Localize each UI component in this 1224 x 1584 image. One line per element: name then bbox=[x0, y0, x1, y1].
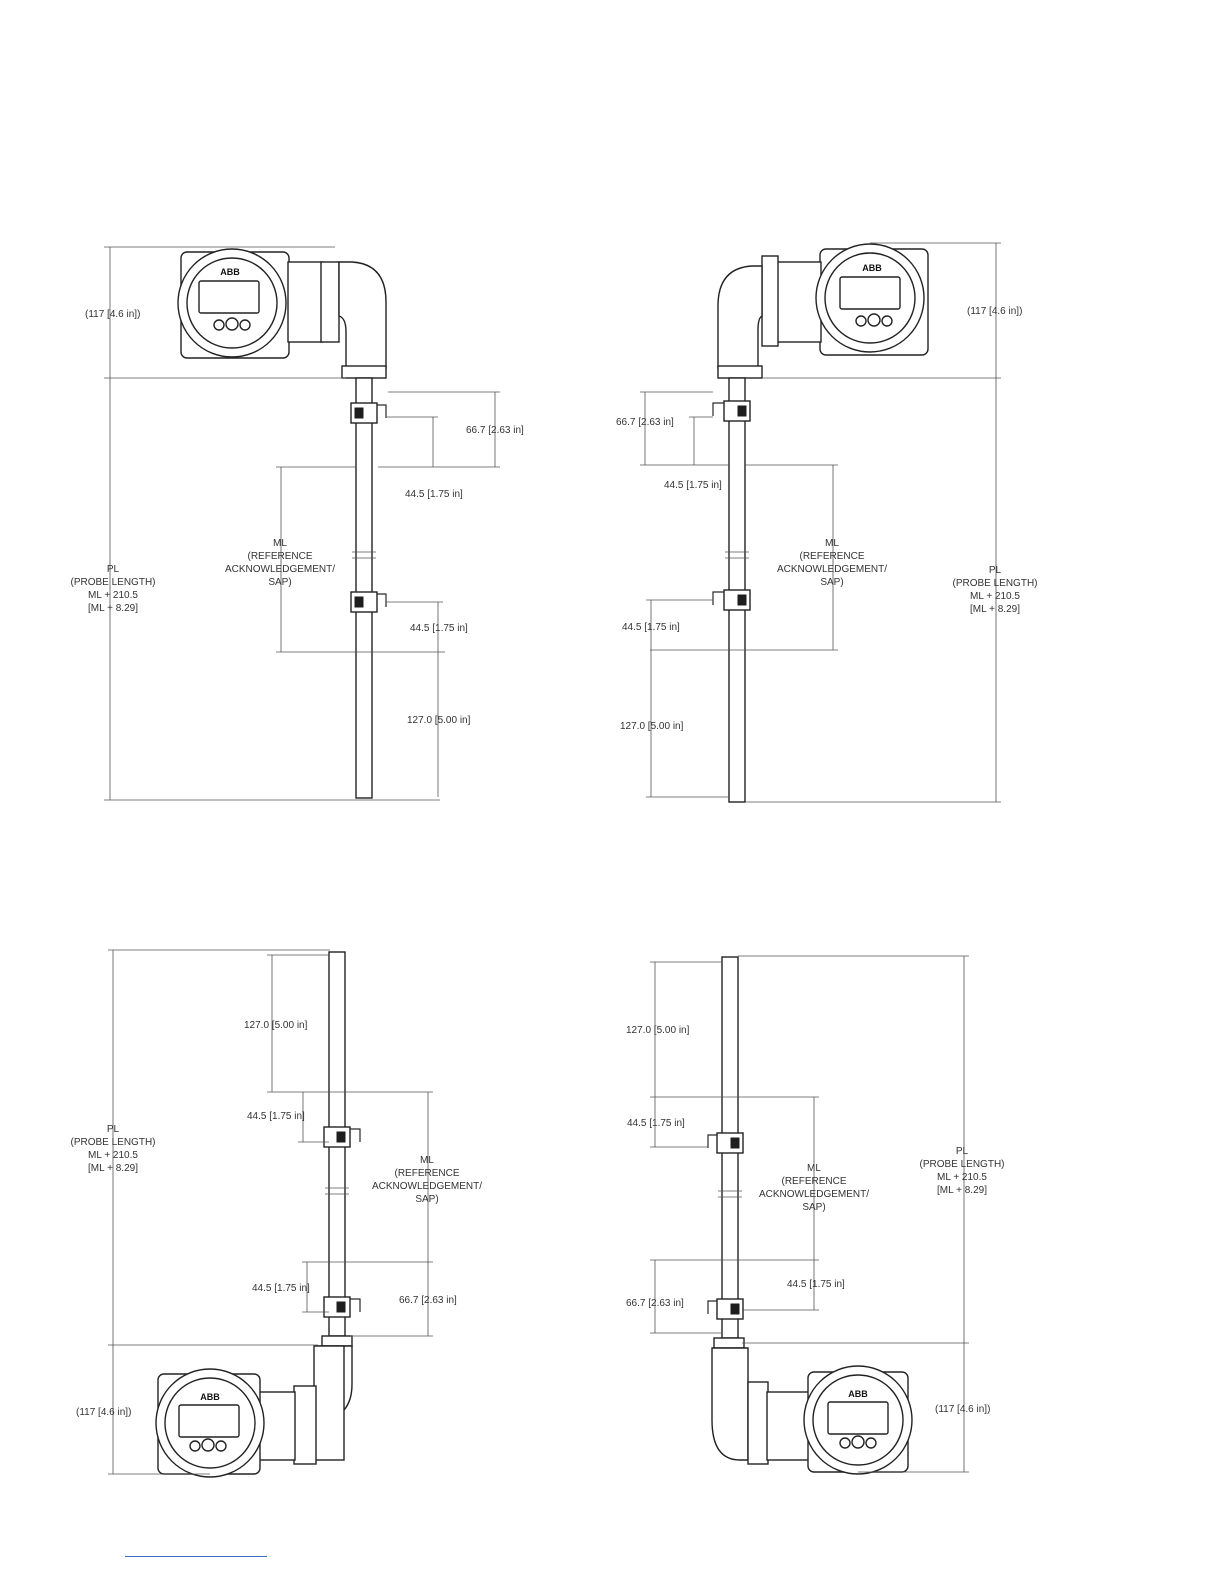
ml-label-line: SAP) bbox=[820, 577, 843, 588]
dim-top-offset: 66.7 [2.63 in] bbox=[616, 417, 674, 428]
pl-label-line: (PROBE LENGTH) bbox=[952, 578, 1037, 589]
pl-label-line: [ML + 8.29] bbox=[88, 603, 138, 614]
ml-label-line: SAP) bbox=[415, 1194, 438, 1205]
ml-label-line: ACKNOWLEDGEMENT/ bbox=[225, 564, 335, 575]
dim-top-offset: 66.7 [2.63 in] bbox=[399, 1295, 457, 1306]
ml-label-line: (REFERENCE bbox=[394, 1168, 459, 1179]
ml-label-line: ML bbox=[273, 538, 287, 549]
ml-label-line: SAP) bbox=[268, 577, 291, 588]
probe-clamp bbox=[350, 591, 387, 613]
ml-label-line: ACKNOWLEDGEMENT/ bbox=[372, 1181, 482, 1192]
pl-label-line: (PROBE LENGTH) bbox=[919, 1159, 1004, 1170]
footnote-rule bbox=[125, 1556, 267, 1557]
pl-label-line: PL bbox=[989, 565, 1002, 576]
dim-head-height: (117 [4.6 in]) bbox=[935, 1404, 990, 1415]
pl-label-line: (PROBE LENGTH) bbox=[70, 577, 155, 588]
probe-clamp bbox=[712, 589, 751, 611]
dim-clamp-gap: 44.5 [1.75 in] bbox=[627, 1118, 685, 1129]
dim-top-offset: 66.7 [2.63 in] bbox=[626, 1298, 684, 1309]
pl-label-line: ML + 210.5 bbox=[970, 591, 1020, 602]
pl-label-line: ML + 210.5 bbox=[937, 1172, 987, 1183]
pl-label-line: ML + 210.5 bbox=[88, 590, 138, 601]
transmitter-housing: ABB bbox=[177, 248, 387, 379]
dim-clamp-gap: 44.5 [1.75 in] bbox=[664, 480, 722, 491]
pl-label-line: PL bbox=[956, 1146, 969, 1157]
view-bottom-right: ABB (117 [4.6 in]) 127.0 [5.00 in] 44.5 … bbox=[626, 955, 1005, 1475]
pl-label-line: [ML + 8.29] bbox=[88, 1163, 138, 1174]
dim-clamp-gap: 44.5 [1.75 in] bbox=[410, 623, 468, 634]
abb-logo-text: ABB bbox=[862, 263, 882, 273]
ml-label-line: ML bbox=[825, 538, 839, 549]
ml-label-line: (REFERENCE bbox=[247, 551, 312, 562]
dim-tip-length: 127.0 [5.00 in] bbox=[620, 721, 684, 732]
ml-label-line: SAP) bbox=[802, 1202, 825, 1213]
view-bottom-left: ABB (117 [4.6 in]) 127.0 [5.00 in] 44.5 … bbox=[70, 949, 482, 1478]
pl-label-line: PL bbox=[107, 1124, 120, 1135]
dim-head-height: (117 [4.6 in]) bbox=[76, 1407, 131, 1418]
probe-clamp bbox=[712, 400, 751, 422]
abb-logo-text: ABB bbox=[200, 1392, 220, 1402]
dim-tip-length: 127.0 [5.00 in] bbox=[626, 1025, 690, 1036]
dim-clamp-gap: 44.5 [1.75 in] bbox=[252, 1283, 310, 1294]
view-top-left: ABB (117 [4.6 in]) 66.7 [2.63 in] 44.5 [… bbox=[70, 246, 524, 801]
dim-clamp-gap: 44.5 [1.75 in] bbox=[622, 622, 680, 633]
view-top-right: ABB (117 [4.6 in]) 66.7 [2.63 in] 44.5 [… bbox=[616, 242, 1038, 803]
dim-head-height: (117 [4.6 in]) bbox=[85, 309, 140, 320]
pl-label-line: (PROBE LENGTH) bbox=[70, 1137, 155, 1148]
ml-label-line: (REFERENCE bbox=[799, 551, 864, 562]
probe-clamp bbox=[350, 402, 387, 424]
ml-label-line: (REFERENCE bbox=[781, 1176, 846, 1187]
probe-stem bbox=[355, 377, 373, 799]
ml-label-line: ML bbox=[807, 1163, 821, 1174]
dim-head-height: (117 [4.6 in]) bbox=[967, 306, 1022, 317]
pl-label-line: [ML + 8.29] bbox=[937, 1185, 987, 1196]
abb-logo-text: ABB bbox=[848, 1389, 868, 1399]
pl-label-line: PL bbox=[107, 564, 120, 575]
dim-tip-length: 127.0 [5.00 in] bbox=[244, 1020, 308, 1031]
pl-label-line: [ML + 8.29] bbox=[970, 604, 1020, 615]
probe-clamp bbox=[707, 1132, 744, 1154]
abb-logo-text: ABB bbox=[220, 267, 240, 277]
dim-clamp-gap: 44.5 [1.75 in] bbox=[787, 1279, 845, 1290]
pl-label-line: ML + 210.5 bbox=[88, 1150, 138, 1161]
probe-clamp bbox=[323, 1126, 361, 1148]
probe-clamp bbox=[707, 1298, 744, 1320]
dim-tip-length: 127.0 [5.00 in] bbox=[407, 715, 471, 726]
probe-clamp bbox=[323, 1296, 361, 1318]
dim-clamp-gap: 44.5 [1.75 in] bbox=[405, 489, 463, 500]
ml-label-line: ACKNOWLEDGEMENT/ bbox=[777, 564, 887, 575]
dim-top-offset: 66.7 [2.63 in] bbox=[466, 425, 524, 436]
dim-clamp-gap: 44.5 [1.75 in] bbox=[247, 1111, 305, 1122]
ml-label-line: ACKNOWLEDGEMENT/ bbox=[759, 1189, 869, 1200]
transmitter-housing: ABB bbox=[717, 243, 929, 379]
transmitter-housing: ABB bbox=[711, 1337, 913, 1475]
transmitter-housing: ABB bbox=[155, 1335, 353, 1478]
ml-label-line: ML bbox=[420, 1155, 434, 1166]
